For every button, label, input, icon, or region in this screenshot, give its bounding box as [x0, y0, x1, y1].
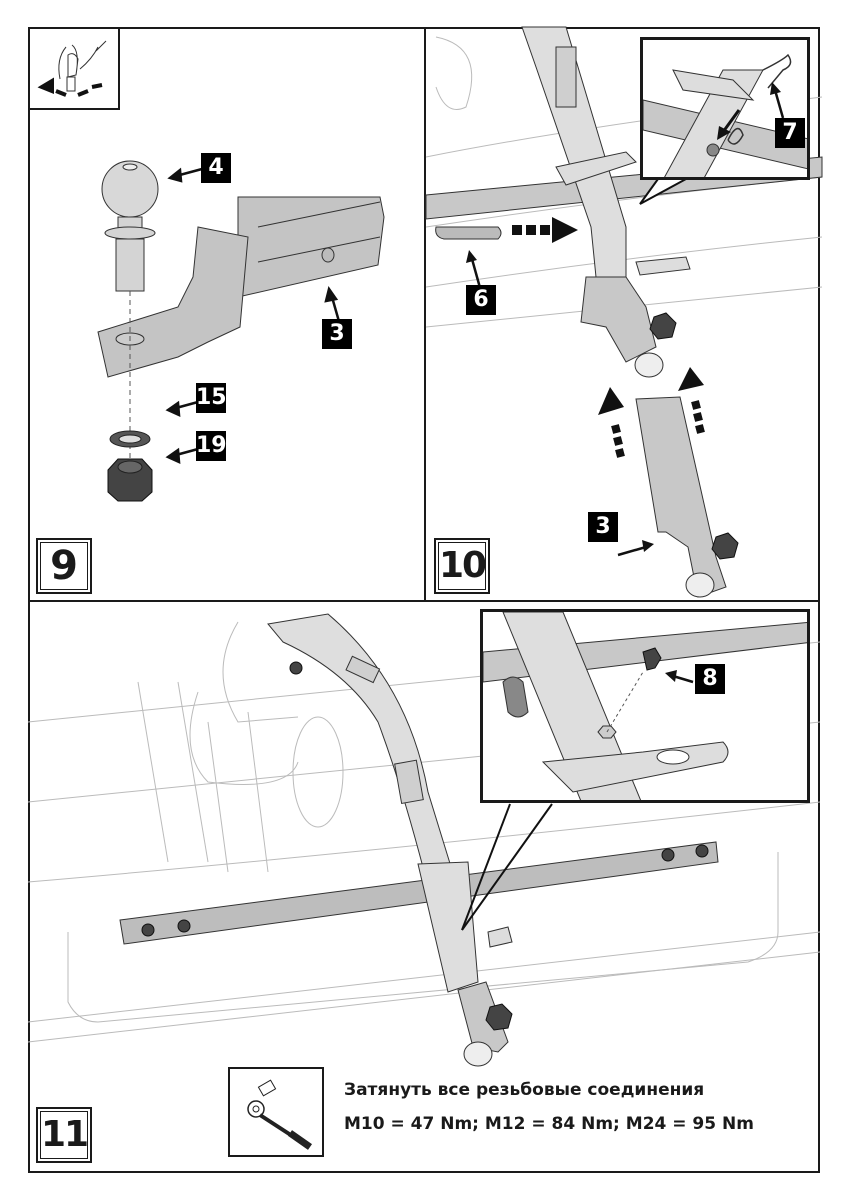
torque-wrench-icon-box — [228, 1067, 324, 1157]
callout-3: 3 — [322, 319, 352, 349]
torque-values: M10 = 47 Nm; M12 = 84 Nm; M24 = 95 Nm — [344, 1114, 754, 1134]
ball-mount-shank — [237, 196, 385, 298]
step-number-10: 10 — [434, 538, 490, 594]
step-11-panel: 8 Затянуть все резьбовые соединения M10 … — [27, 600, 821, 1173]
bolt — [642, 647, 662, 671]
callout-4: 4 — [201, 153, 231, 183]
pin — [435, 226, 502, 240]
callout-8: 8 — [695, 664, 725, 694]
hand-install-icon — [37, 40, 107, 97]
callout-7: 7 — [775, 118, 805, 148]
torque-wrench-icon — [247, 1079, 313, 1150]
hand-install-icon-box — [28, 27, 120, 110]
step-number-9: 9 — [36, 538, 92, 594]
detail-inset-clip-pin: 7 — [640, 37, 810, 180]
step-10-panel: 7 6 3 10 — [424, 26, 823, 601]
ball-mount-illustration — [97, 160, 385, 502]
step-number-11: 11 — [36, 1107, 92, 1163]
callout-15: 15 — [196, 383, 227, 413]
step-9-panel: 4 3 15 19 9 — [28, 27, 425, 601]
callout-3-step10: 3 — [588, 512, 618, 542]
torque-instruction: Затянуть все резьбовые соединения — [344, 1080, 705, 1100]
final-assembly-illustration — [27, 613, 821, 1067]
detail-inset-bolt: 8 — [480, 609, 810, 803]
callout-6: 6 — [466, 285, 496, 315]
callout-19: 19 — [196, 431, 227, 461]
crossbar — [119, 841, 719, 945]
